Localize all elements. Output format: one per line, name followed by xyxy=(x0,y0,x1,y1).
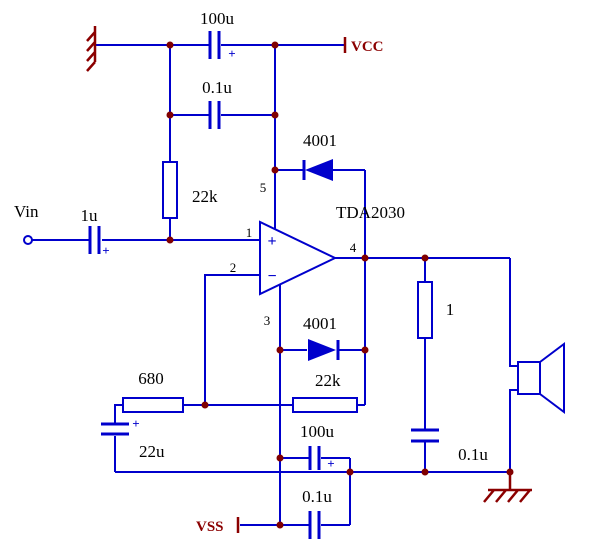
junction-dot xyxy=(276,521,284,529)
junction-dot xyxy=(361,254,369,262)
junction-dot xyxy=(276,346,284,354)
component-layer xyxy=(23,161,565,414)
wire-speaker-branch xyxy=(509,258,518,472)
capacitor-0p1u-vss-plates xyxy=(308,511,321,539)
wire-vcc-diode-and-output-branch xyxy=(275,169,366,405)
opamp-triangle xyxy=(259,220,338,296)
input-label: Vin xyxy=(14,202,39,221)
resistor-22k-bias xyxy=(162,161,178,219)
diode-vss-label: 4001 xyxy=(303,314,337,333)
opamp-noninverting-sign: + xyxy=(267,233,276,250)
wire-top-rails xyxy=(95,44,345,240)
diode-vcc-label: 4001 xyxy=(303,131,337,150)
capacitor-0p1u-zobel-plates xyxy=(411,428,439,443)
wire-feedback-row xyxy=(114,404,365,472)
power-labels: VCC VSS xyxy=(196,39,384,535)
junction-dot xyxy=(271,111,279,119)
opamp-inverting-sign: − xyxy=(267,268,276,285)
speaker-cone xyxy=(539,342,565,414)
res-gain-label: 680 xyxy=(138,369,164,388)
resistor-680-gain xyxy=(122,397,184,413)
capacitor-0p1u-vcc-plates xyxy=(208,101,221,129)
pin-4-label: 4 xyxy=(350,240,357,255)
opamp-name-label: TDA2030 xyxy=(336,203,405,222)
label-layer: 100u 0.1u 22k 4001 TDA2030 Vin 1u 4001 2… xyxy=(14,9,488,506)
diode-4001-vss-icon xyxy=(308,339,336,361)
diode-layer xyxy=(305,159,336,361)
plate-layer xyxy=(88,31,439,539)
junction-dot xyxy=(271,166,279,174)
res-feedback-label: 22k xyxy=(315,371,341,390)
speaker-coil-box xyxy=(517,361,541,395)
cap-gain-label: 22u xyxy=(139,442,165,461)
pin-3-label: 3 xyxy=(264,313,271,328)
capacitor-100u-vss-plates xyxy=(308,446,321,470)
junction-dot xyxy=(166,111,174,119)
cap-input-label: 1u xyxy=(81,206,99,225)
resistor-22k-feedback xyxy=(292,397,358,413)
junction-dot xyxy=(346,468,354,476)
capacitor-22u-gain-plates xyxy=(101,422,129,436)
capacitor-1u-input-plates xyxy=(88,226,101,254)
junction-dot xyxy=(361,346,369,354)
resistor-1-zobel xyxy=(417,281,433,339)
junction-dot xyxy=(201,401,209,409)
cap-vcc-bulk-label: 100u xyxy=(200,9,235,28)
cap-input-polarity-mark: + xyxy=(102,243,109,258)
junction-dot xyxy=(166,236,174,244)
pin-5-label: 5 xyxy=(260,180,267,195)
cap-zobel-label: 0.1u xyxy=(458,445,488,464)
power-layer: VCC VSS xyxy=(86,26,532,535)
wire-input-row xyxy=(32,239,260,405)
diode-4001-vcc-icon xyxy=(305,159,333,181)
cap-vss-bulk-label: 100u xyxy=(300,422,335,441)
ground-symbol-top-icon xyxy=(86,26,97,72)
wire-layer xyxy=(32,44,518,526)
mark-layer: + + + + + − xyxy=(102,46,334,471)
cap-vcc-bulk-polarity-mark: + xyxy=(228,46,235,61)
input-terminal-circle xyxy=(23,235,33,245)
res-zobel-label: 1 xyxy=(446,300,455,319)
junction-dot xyxy=(271,41,279,49)
pin-2-label: 2 xyxy=(230,260,237,275)
junction-dot xyxy=(166,41,174,49)
capacitor-100u-vcc-plates xyxy=(208,31,221,59)
vcc-label: VCC xyxy=(351,39,384,55)
res-bias-label: 22k xyxy=(192,187,218,206)
junction-dot xyxy=(421,254,429,262)
junction-layer xyxy=(166,41,514,529)
vss-label: VSS xyxy=(196,519,224,535)
cap-gain-polarity-mark: + xyxy=(132,416,139,431)
wire-ground-rail-and-vss-caps xyxy=(115,457,510,526)
cap-vss-bulk-polarity-mark: + xyxy=(327,456,334,471)
cap-vcc-hf-label: 0.1u xyxy=(202,78,232,97)
pin-1-label: 1 xyxy=(246,225,253,240)
junction-dot xyxy=(276,454,284,462)
cap-vss-hf-label: 0.1u xyxy=(302,487,332,506)
ground-symbol-bottom-icon xyxy=(483,472,532,503)
junction-dot xyxy=(421,468,429,476)
